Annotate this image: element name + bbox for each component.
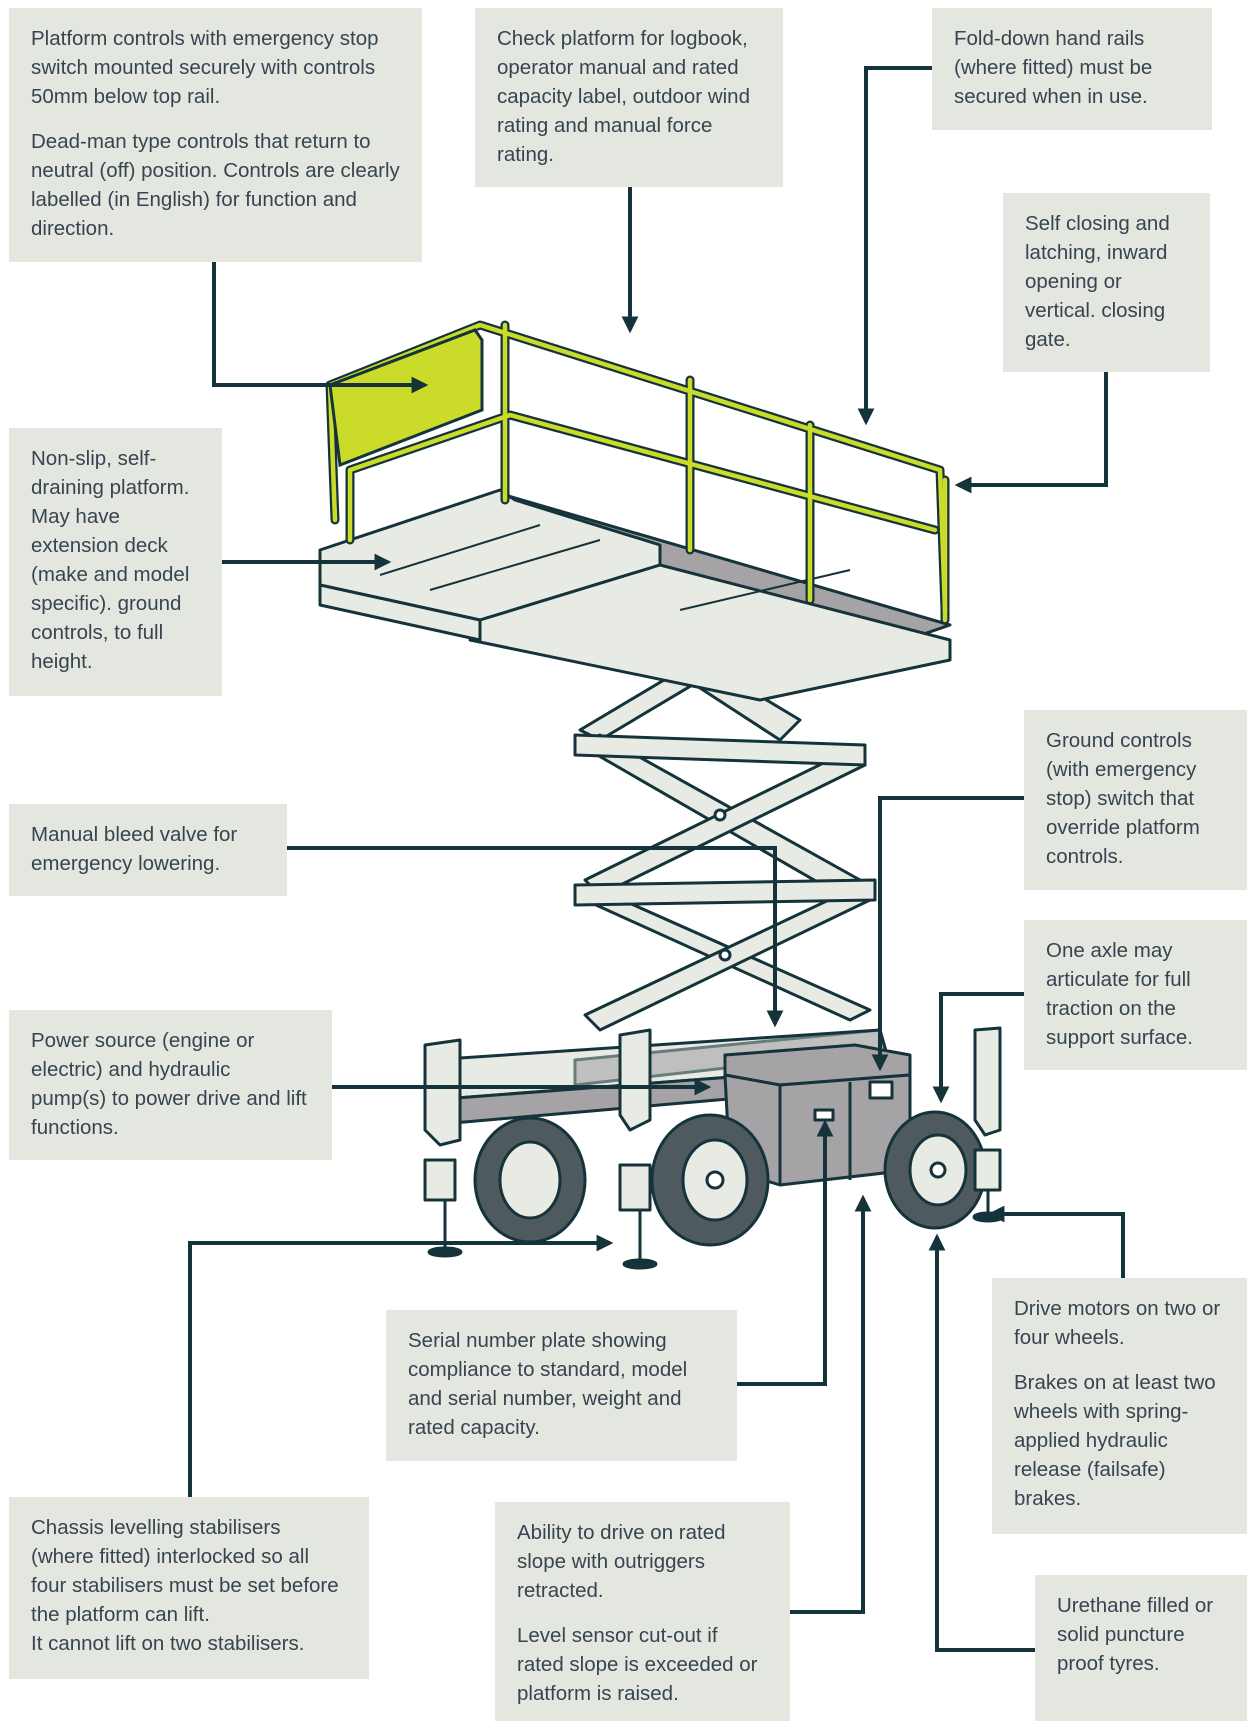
callout-text: Chassis levelling stabilisers (where fit… bbox=[31, 1516, 339, 1626]
callout-text: Manual bleed valve for emergency lowerin… bbox=[31, 823, 238, 875]
callout-text: Dead-man type controls that return to ne… bbox=[31, 130, 400, 240]
callout-axle: One axle may articulate for full tractio… bbox=[1024, 920, 1247, 1070]
callout-text: Platform controls with emergency stop sw… bbox=[31, 27, 379, 108]
platform-deck bbox=[318, 488, 952, 702]
arrow-slope bbox=[790, 1194, 872, 1614]
arrow-hand-rails bbox=[857, 66, 932, 426]
callout-gate: Self closing and latching, inward openin… bbox=[1003, 193, 1210, 372]
callout-bleed-valve: Manual bleed valve for emergency lowerin… bbox=[9, 804, 287, 896]
callout-power-source: Power source (engine or electric) and hy… bbox=[9, 1010, 332, 1160]
callout-serial-plate: Serial number plate showing compliance t… bbox=[386, 1310, 737, 1461]
callout-hand-rails: Fold-down hand rails (where fitted) must… bbox=[932, 8, 1212, 130]
arrow-tyres bbox=[928, 1233, 1035, 1652]
arrow-gate bbox=[954, 372, 1108, 494]
callout-text: It cannot lift on two stabilisers. bbox=[31, 1632, 305, 1655]
callout-text: Brakes on at least two wheels with sprin… bbox=[1014, 1371, 1216, 1510]
guard-rails-yellow bbox=[327, 322, 948, 623]
callout-text: Non-slip, self-draining platform. May ha… bbox=[31, 447, 190, 673]
callout-tyres: Urethane filled or solid puncture proof … bbox=[1035, 1575, 1247, 1721]
callout-text: Ability to drive on rated slope with out… bbox=[517, 1521, 726, 1602]
callout-text: Drive motors on two or four wheels. bbox=[1014, 1297, 1221, 1349]
callout-text: Serial number plate showing compliance t… bbox=[408, 1329, 688, 1439]
control-panel bbox=[328, 328, 484, 468]
callout-text: Urethane filled or solid puncture proof … bbox=[1057, 1594, 1214, 1675]
callout-text: Ground controls (with emergency stop) sw… bbox=[1046, 729, 1200, 868]
arrow-platform-controls bbox=[212, 262, 429, 394]
ground-control-box bbox=[723, 1043, 912, 1187]
callout-check-platform: Check platform for logbook, operator man… bbox=[475, 8, 783, 187]
callout-ground-controls: Ground controls (with emergency stop) sw… bbox=[1024, 710, 1247, 890]
callout-text: One axle may articulate for full tractio… bbox=[1046, 939, 1193, 1049]
callout-slope: Ability to drive on rated slope with out… bbox=[495, 1502, 790, 1721]
wheels bbox=[473, 1110, 987, 1247]
callout-stabilisers: Chassis levelling stabilisers (where fit… bbox=[9, 1497, 369, 1679]
callout-non-slip: Non-slip, self-draining platform. May ha… bbox=[9, 428, 222, 696]
callout-drive-motors: Drive motors on two or four wheels. Brak… bbox=[992, 1278, 1247, 1534]
callout-text: Fold-down hand rails (where fitted) must… bbox=[954, 27, 1153, 108]
callout-text: Self closing and latching, inward openin… bbox=[1025, 212, 1170, 351]
callout-text: Level sensor cut-out if rated slope is e… bbox=[517, 1624, 758, 1705]
arrow-bleed-valve bbox=[287, 846, 784, 1028]
arrow-stabilisers bbox=[188, 1234, 614, 1497]
callout-text: Power source (engine or electric) and hy… bbox=[31, 1029, 307, 1139]
arrow-ground-controls bbox=[871, 796, 1024, 1072]
arrow-axle bbox=[932, 992, 1024, 1104]
callout-platform-controls: Platform controls with emergency stop sw… bbox=[9, 8, 422, 262]
callout-text: Check platform for logbook, operator man… bbox=[497, 27, 750, 166]
arrow-serial-plate bbox=[737, 1119, 834, 1386]
